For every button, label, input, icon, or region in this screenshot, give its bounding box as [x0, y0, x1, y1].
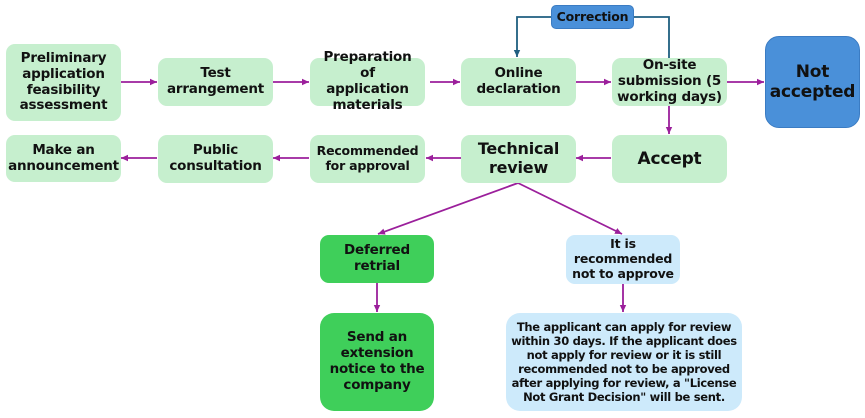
node-deferred-retrial: Deferred retrial: [320, 235, 434, 283]
node-preliminary-assessment: Preliminary application feasibility asse…: [6, 44, 121, 121]
node-public-consultation: Public consultation: [158, 135, 273, 183]
node-label: Preparation of application materials: [323, 49, 412, 113]
node-label: Deferred retrial: [344, 242, 410, 274]
node-label: Correction: [556, 8, 629, 24]
node-accept: Accept: [612, 135, 727, 183]
node-label: Accept: [637, 148, 702, 169]
node-test-arrangement: Test arrangement: [158, 58, 273, 106]
edge-onsite-to-correction: [634, 16, 670, 58]
node-preparation-materials: Preparation of application materials: [310, 49, 425, 113]
edge-technical-to-not-recommended: [517, 182, 623, 235]
node-label: Send an extension notice to the company: [329, 329, 425, 393]
node-label: It is recommended not to approve: [572, 236, 674, 281]
node-recommended-for-approval: Recommended for approval: [310, 135, 425, 183]
node-label: Public consultation: [169, 142, 262, 174]
node-label: The applicant can apply for review withi…: [511, 319, 737, 405]
edge-correction-to-online: [513, 16, 551, 57]
node-label: Not accepted: [769, 61, 856, 102]
node-label: Test arrangement: [166, 65, 265, 97]
node-not-recommended: It is recommended not to approve: [566, 235, 680, 284]
node-online-declaration: Online declaration: [461, 58, 576, 106]
node-label: Preliminary application feasibility asse…: [19, 49, 108, 114]
node-label: Online declaration: [476, 65, 561, 97]
node-not-accepted: Not accepted: [765, 36, 860, 128]
node-send-extension-notice: Send an extension notice to the company: [320, 313, 434, 411]
node-label: On-site submission (5 working days): [617, 57, 722, 105]
node-label: Technical review: [477, 139, 560, 177]
node-technical-review: Technical review: [461, 135, 576, 183]
node-make-announcement: Make an announcement: [6, 135, 121, 182]
node-onsite-submission: On-site submission (5 working days): [612, 57, 727, 106]
node-label: Make an announcement: [8, 141, 119, 174]
edge-technical-to-deferred: [377, 182, 519, 235]
node-correction: Correction: [551, 5, 634, 29]
node-label: Recommended for approval: [316, 143, 419, 173]
node-review-note: The applicant can apply for review withi…: [506, 313, 742, 411]
